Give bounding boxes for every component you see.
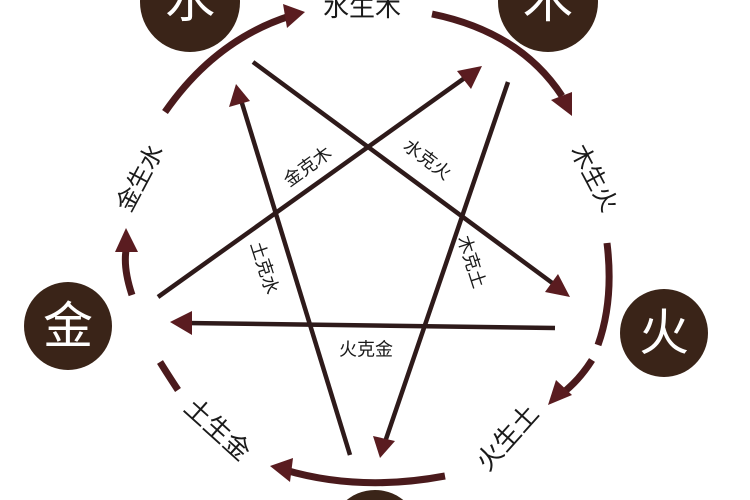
element-earth: 土 [346, 490, 404, 500]
label-earth-generates-metal: 土生金 [178, 393, 256, 467]
arc-fire-to-earth [594, 242, 613, 347]
circle-water [140, 0, 240, 52]
arrowhead-fire-to-earth [548, 380, 572, 405]
char-water: 水 [165, 0, 215, 29]
arrowhead-fire-controls-metal [170, 311, 192, 335]
circle-wood [498, 0, 598, 52]
circle-earth [346, 490, 404, 500]
arc-metal-lower-tail [157, 360, 181, 392]
arrowhead-water-to-wood [283, 4, 305, 28]
line-earth-controls-water [238, 99, 353, 456]
arc-wood-to-fire [431, 10, 565, 98]
arrowhead-wood-to-fire [551, 92, 572, 116]
label-fire-controls-metal: 火克金 [339, 340, 393, 361]
char-fire: 火 [639, 304, 689, 362]
arrowhead-earth-to-metal [270, 458, 293, 482]
label-earth-controls-water: 土克水 [246, 239, 283, 297]
label-metal-generates-water: 金生水 [111, 140, 170, 217]
circle-fire [620, 289, 708, 377]
arc-water-to-wood [162, 12, 292, 114]
generating-cycle [115, 4, 613, 487]
label-wood-controls-earth: 木克土 [453, 233, 490, 291]
arrowhead-metal-controls-wood [457, 66, 482, 89]
element-wood: 木 [498, 0, 598, 52]
element-water: 水 [140, 0, 240, 52]
line-fire-controls-metal [185, 320, 556, 331]
arrowhead-metal-to-water [115, 228, 138, 252]
arrowhead-earth-controls-water [229, 84, 250, 107]
label-water-generates-wood: 水生木 [323, 0, 401, 23]
line-wood-controls-earth [382, 81, 511, 443]
circle-metal [24, 282, 112, 370]
controlling-cycle [156, 60, 570, 458]
label-wood-generates-fire: 木生火 [565, 140, 624, 217]
line-metal-controls-wood [156, 75, 468, 299]
label-metal-controls-wood: 金克木 [280, 143, 336, 192]
char-wood: 木 [523, 0, 573, 29]
arrowhead-water-controls-fire [545, 274, 570, 297]
element-fire: 火 [620, 289, 708, 377]
arc-earth-to-metal [284, 466, 446, 487]
line-water-controls-fire [251, 60, 557, 287]
arc-metal-to-water [121, 244, 136, 297]
char-metal: 金 [43, 297, 93, 355]
arrowhead-wood-controls-earth [373, 436, 395, 458]
label-fire-generates-earth: 火生土 [471, 399, 545, 477]
element-metal: 金 [24, 282, 112, 370]
